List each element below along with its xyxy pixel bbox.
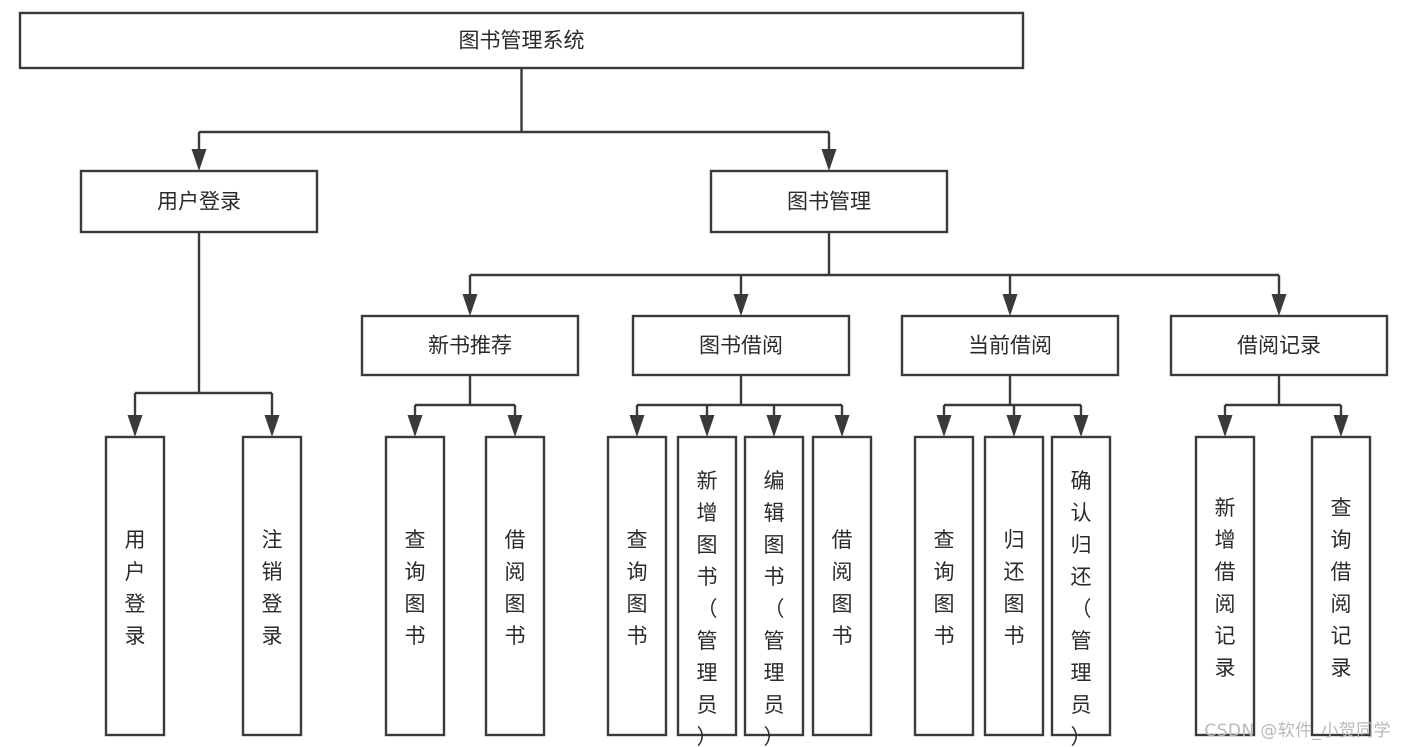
node-label-leaf-edit-book: 编辑图书（管理员） bbox=[764, 469, 785, 747]
node-box-leaf-return-book bbox=[983, 435, 1045, 737]
node-label-leaf-query-borrow-record: 查询借阅记录 bbox=[1331, 496, 1352, 680]
node-label-leaf-user-login: 用户登录 bbox=[125, 528, 146, 648]
node-label-leaf-query-book-borrow: 查询图书 bbox=[627, 528, 648, 648]
node-box-current-borrow bbox=[900, 314, 1120, 377]
node-box-leaf-user-logout bbox=[241, 435, 303, 737]
node-label-leaf-user-logout: 注销登录 bbox=[262, 528, 283, 648]
node-leaf-edit-book[interactable]: 编辑图书（管理员） bbox=[743, 435, 805, 747]
edge-group-user-login bbox=[127, 232, 280, 437]
node-box-leaf-borrow-book-recommend bbox=[484, 435, 546, 737]
node-label-leaf-query-book-current: 查询图书 bbox=[934, 528, 955, 648]
node-label-current-borrow: 当前借阅 bbox=[968, 334, 1052, 358]
node-box-leaf-user-login bbox=[104, 435, 166, 737]
node-book-manage[interactable]: 图书管理 bbox=[709, 169, 949, 234]
node-label-leaf-borrow-book: 借阅图书 bbox=[832, 528, 853, 648]
node-layer: 图书管理系统用户登录图书管理新书推荐图书借阅当前借阅借阅记录用户登录注销登录查询… bbox=[18, 11, 1389, 747]
edge-layer bbox=[127, 68, 1349, 437]
edge-group-book-borrow bbox=[629, 375, 850, 437]
node-user-login[interactable]: 用户登录 bbox=[79, 169, 319, 234]
edge-group-borrow-record bbox=[1217, 375, 1349, 437]
node-box-borrow-record bbox=[1169, 314, 1389, 377]
node-leaf-borrow-book[interactable]: 借阅图书 bbox=[811, 435, 873, 737]
node-label-root: 图书管理系统 bbox=[459, 29, 585, 53]
edge-group-current-borrow bbox=[936, 375, 1089, 437]
node-label-leaf-borrow-book-recommend: 借阅图书 bbox=[505, 528, 526, 648]
node-box-leaf-add-borrow-record bbox=[1194, 435, 1256, 737]
node-label-book-manage: 图书管理 bbox=[787, 190, 871, 214]
node-leaf-return-book[interactable]: 归还图书 bbox=[983, 435, 1045, 737]
node-box-leaf-borrow-book bbox=[811, 435, 873, 737]
node-leaf-add-book[interactable]: 新增图书（管理员） bbox=[676, 435, 738, 747]
node-box-leaf-add-book bbox=[676, 435, 738, 737]
node-label-new-book-recommend: 新书推荐 bbox=[428, 334, 512, 358]
node-label-leaf-return-book: 归还图书 bbox=[1004, 528, 1025, 648]
node-label-book-borrow: 图书借阅 bbox=[699, 334, 783, 358]
node-label-borrow-record: 借阅记录 bbox=[1237, 334, 1321, 358]
node-box-book-borrow bbox=[631, 314, 851, 377]
edge-group-new-book-recommend bbox=[407, 375, 523, 437]
node-box-leaf-confirm-return bbox=[1050, 435, 1112, 737]
node-leaf-confirm-return[interactable]: 确认归还（管理员） bbox=[1050, 435, 1112, 747]
node-leaf-query-book-borrow[interactable]: 查询图书 bbox=[606, 435, 668, 737]
node-book-borrow[interactable]: 图书借阅 bbox=[631, 314, 851, 377]
edge-group-root bbox=[191, 68, 837, 171]
node-leaf-query-book-recommend[interactable]: 查询图书 bbox=[384, 435, 446, 737]
node-label-leaf-add-book: 新增图书（管理员） bbox=[697, 469, 718, 747]
node-box-leaf-query-book-borrow bbox=[606, 435, 668, 737]
node-label-leaf-add-borrow-record: 新增借阅记录 bbox=[1215, 496, 1236, 680]
node-box-book-manage bbox=[709, 169, 949, 234]
node-label-leaf-query-book-recommend: 查询图书 bbox=[405, 528, 426, 648]
node-box-root bbox=[18, 11, 1025, 70]
node-label-leaf-confirm-return: 确认归还（管理员） bbox=[1071, 469, 1092, 747]
node-box-leaf-query-borrow-record bbox=[1310, 435, 1372, 737]
node-leaf-user-logout[interactable]: 注销登录 bbox=[241, 435, 303, 737]
node-leaf-query-book-current[interactable]: 查询图书 bbox=[913, 435, 975, 737]
node-new-book-recommend[interactable]: 新书推荐 bbox=[360, 314, 580, 377]
node-leaf-query-borrow-record[interactable]: 查询借阅记录 bbox=[1310, 435, 1372, 737]
node-box-user-login bbox=[79, 169, 319, 234]
node-leaf-user-login[interactable]: 用户登录 bbox=[104, 435, 166, 737]
node-leaf-borrow-book-recommend[interactable]: 借阅图书 bbox=[484, 435, 546, 737]
node-box-leaf-query-book-current bbox=[913, 435, 975, 737]
node-box-leaf-query-book-recommend bbox=[384, 435, 446, 737]
node-label-user-login: 用户登录 bbox=[157, 190, 241, 214]
node-current-borrow[interactable]: 当前借阅 bbox=[900, 314, 1120, 377]
edge-group-book-manage bbox=[462, 232, 1287, 316]
node-leaf-add-borrow-record[interactable]: 新增借阅记录 bbox=[1194, 435, 1256, 737]
node-box-new-book-recommend bbox=[360, 314, 580, 377]
node-borrow-record[interactable]: 借阅记录 bbox=[1169, 314, 1389, 377]
node-root[interactable]: 图书管理系统 bbox=[18, 11, 1025, 70]
node-box-leaf-edit-book bbox=[743, 435, 805, 737]
